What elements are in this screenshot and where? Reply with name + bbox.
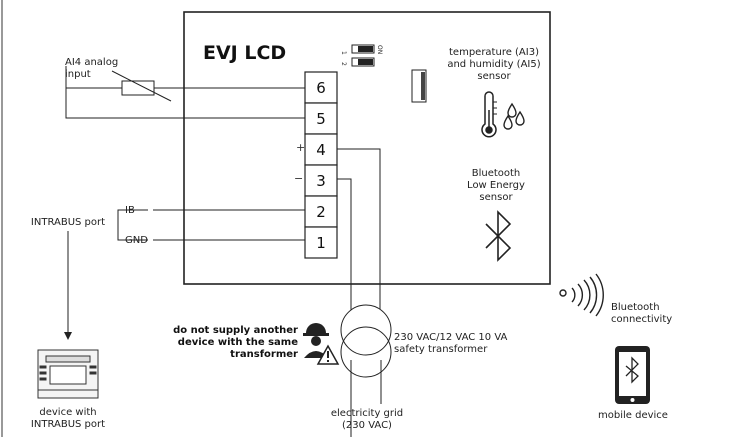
ble-sensor-label-line3: sensor xyxy=(479,192,513,203)
device-label-line2: INTRABUS port xyxy=(31,419,105,430)
wireless-signal-icon xyxy=(559,273,604,317)
terminal-5-label: 5 xyxy=(316,110,326,128)
temp-sensor-label-line1: temperature (AI3) xyxy=(449,47,539,58)
mobile-device-label: mobile device xyxy=(598,410,668,421)
terminal-1-label: 1 xyxy=(316,234,326,252)
terminal-strip: 6 5 4 3 2 1 xyxy=(304,71,338,259)
ble-sensor-label-line2: Low Energy xyxy=(467,180,525,191)
grid-label-line2: (230 VAC) xyxy=(342,420,392,431)
ai4-label-line2: input xyxy=(65,69,91,80)
plus-sign: + xyxy=(296,141,305,154)
intrabus-port-label: INTRABUS port xyxy=(31,217,105,228)
ai4-wiring xyxy=(65,66,305,119)
device-label-line1: device with xyxy=(39,407,96,418)
terminal-3-label: 3 xyxy=(316,172,326,190)
transformer-label-line1: 230 VAC/12 VAC 10 VA xyxy=(394,332,508,343)
humidity-drops-icon xyxy=(503,102,525,130)
temp-sensor-label-line3: sensor xyxy=(477,71,511,82)
small-connector xyxy=(411,69,427,103)
warning-line3: transformer xyxy=(230,349,298,360)
dip-label-2: 2 xyxy=(340,62,347,66)
ib-label: IB xyxy=(125,205,135,216)
ble-sensor-label-line1: Bluetooth xyxy=(472,168,521,179)
transformer-label-line2: safety transformer xyxy=(394,344,488,355)
transformer-symbol xyxy=(340,304,392,378)
grid-label-line1: electricity grid xyxy=(331,408,403,419)
bluetooth-icon xyxy=(485,210,512,262)
ai4-label-line1: AI4 analog xyxy=(65,57,118,68)
din-rail-device-icon xyxy=(37,349,99,399)
minus-sign: − xyxy=(294,172,303,185)
thermometer-icon xyxy=(481,91,497,138)
terminal-6-label: 6 xyxy=(316,79,326,97)
controller-title: EVJ LCD xyxy=(203,42,286,64)
mobile-phone-icon xyxy=(615,346,650,404)
terminal-4-label: 4 xyxy=(316,141,326,159)
connectivity-label-line1: Bluetooth xyxy=(611,302,660,313)
dip-label-1: 1 xyxy=(340,51,347,55)
temp-sensor-label-line2: and humidity (AI5) xyxy=(447,59,540,70)
connectivity-label-line2: connectivity xyxy=(611,314,672,325)
dip-switch-icon: 1 2 ON xyxy=(340,44,383,67)
controller-box xyxy=(183,11,551,285)
gnd-label: GND xyxy=(125,235,148,246)
terminal-1-box xyxy=(304,226,338,259)
terminal-2-label: 2 xyxy=(316,203,326,221)
dip-label-on: ON xyxy=(376,45,383,54)
intrabus-wiring xyxy=(64,209,305,340)
warning-line2: device with the same xyxy=(178,337,298,348)
warning-line1: do not supply another xyxy=(173,325,298,336)
power-wiring xyxy=(337,148,382,437)
warning-worker-icon xyxy=(303,323,340,365)
